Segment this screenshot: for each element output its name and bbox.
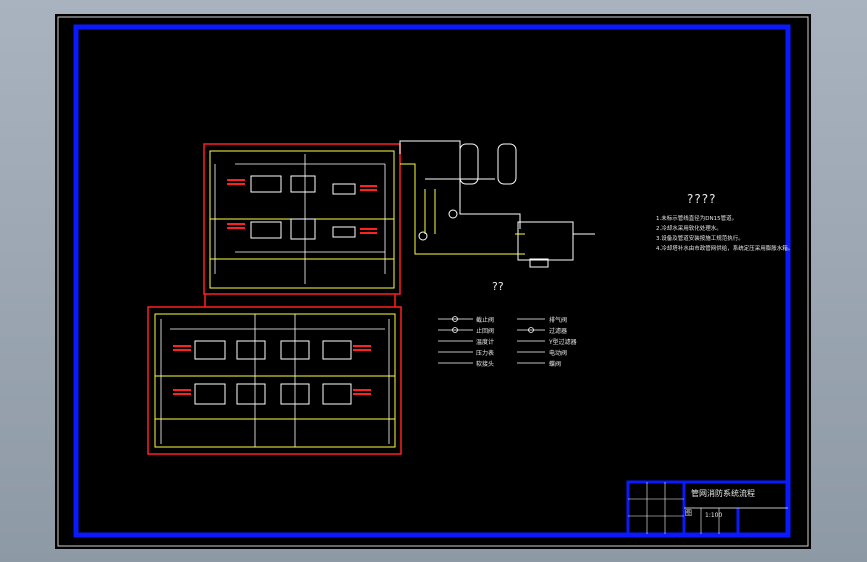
legend-label: 电动阀 (549, 350, 568, 357)
unit-u5 (290, 218, 316, 240)
legend-label: 排气阀 (549, 317, 568, 324)
water-tank (517, 221, 574, 261)
upper-zone (203, 143, 401, 295)
legend-label: 过滤器 (549, 328, 568, 335)
note-item: 1.未标示管线直径为DN15管道。 (656, 216, 738, 222)
lower-zone (147, 306, 402, 455)
legend-label: 截止阀 (476, 317, 495, 324)
tank-base (529, 258, 549, 268)
outer-frame (57, 16, 809, 547)
legend-label: 止回阀 (476, 328, 495, 335)
legend-title: ?? (492, 280, 504, 293)
drawing-title: 管网消防系统流程 (691, 489, 755, 498)
title-block (626, 480, 790, 536)
pump-1-icon (448, 209, 458, 219)
unit-l2 (236, 340, 266, 360)
unit-l5 (194, 383, 226, 405)
pump-room (399, 140, 595, 268)
unit-u2 (290, 175, 316, 193)
zone-connector (204, 294, 396, 307)
legend-label: Y型过滤器 (549, 339, 577, 346)
legend-label: 温度计 (476, 339, 495, 346)
notes-title: ???? (687, 192, 717, 206)
legend-label: 压力表 (476, 350, 495, 357)
legend-symbols (438, 316, 545, 364)
unit-l1 (194, 340, 226, 360)
drawing-sheet: ???? 1.未标示管线直径为DN15管道。 2.冷却水采用软化处理水。 3.设… (55, 14, 811, 549)
legend-label: 蝶阀 (549, 361, 562, 368)
unit-l8 (322, 383, 352, 405)
unit-u1 (250, 175, 282, 193)
schematic-canvas (57, 16, 809, 547)
note-item: 2.冷却水采用软化处理水。 (656, 226, 722, 232)
pump-2-icon (418, 231, 428, 241)
unit-u6 (332, 226, 356, 238)
notes-list: 1.未标示管线直径为DN15管道。 2.冷却水采用软化处理水。 3.设备及管道安… (656, 214, 796, 254)
unit-u4 (250, 221, 282, 239)
sheet-label: 图 (685, 509, 692, 517)
scale-label: 1:100 (705, 512, 723, 519)
unit-l4 (322, 340, 352, 360)
note-item: 3.设备及管道安装按施工规范执行。 (656, 236, 744, 242)
unit-l6 (236, 383, 266, 405)
note-item: 4.冷却塔补水由市政管网供给，系统定压采用膨胀水箱。 (656, 246, 794, 252)
inner-frame (73, 24, 791, 538)
legend-label: 软接头 (476, 361, 495, 368)
cooling-tower-2 (497, 143, 517, 185)
cooling-tower-1 (459, 143, 479, 185)
unit-u3 (332, 183, 356, 195)
